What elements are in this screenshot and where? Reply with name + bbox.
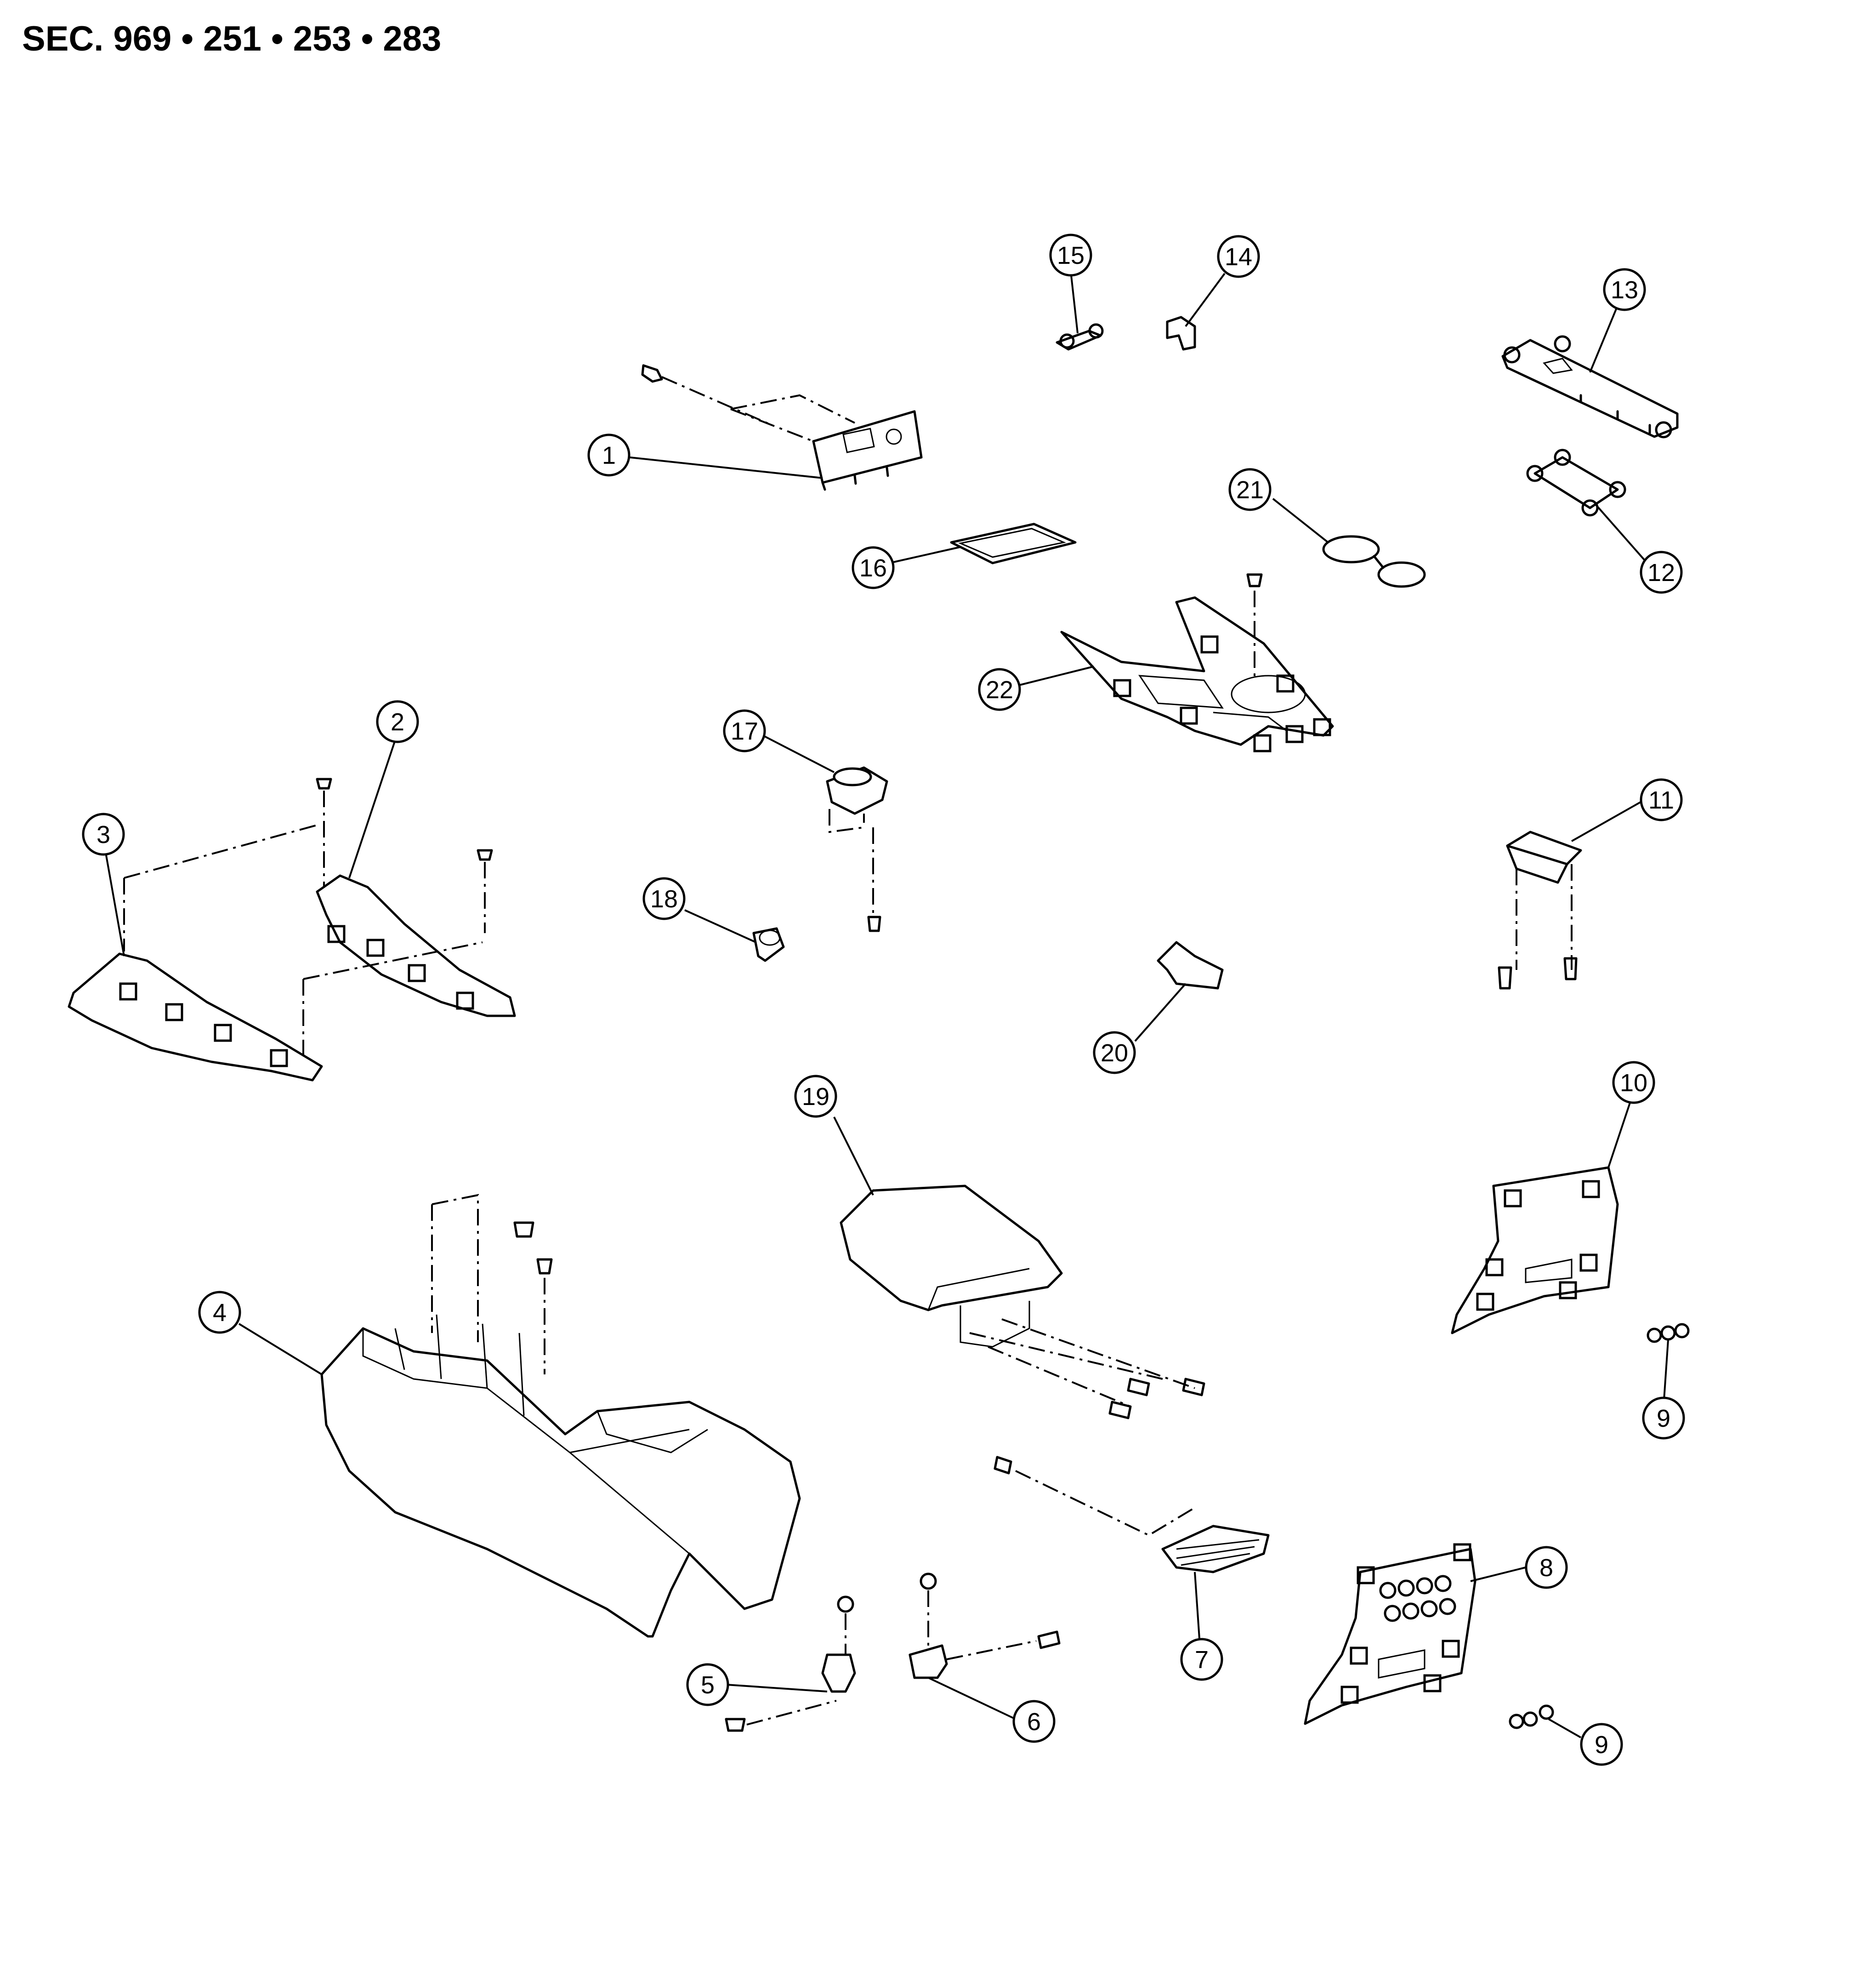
callout-14: 14 [1217,235,1260,278]
callout-9-lower: 9 [1580,1723,1623,1766]
part-17-switch [826,766,888,932]
part-19-armrest [840,1185,1205,1419]
part-12-clips [1526,449,1626,517]
callout-10: 10 [1612,1061,1655,1104]
callout-label: 10 [1620,1069,1647,1097]
part-6-bracket [909,1572,1061,1679]
part-4-console-body [320,1194,801,1638]
callout-label: 13 [1611,276,1638,304]
callout-label: 9 [1657,1405,1670,1432]
callout-label: 8 [1539,1554,1553,1582]
callout-label: 12 [1647,559,1675,587]
part-1-finisher [641,364,923,491]
callout-13: 13 [1603,268,1646,311]
callout-label: 1 [602,442,616,469]
callout-1: 1 [587,433,630,477]
part-22-console-finisher [1060,573,1334,752]
callout-11: 11 [1640,778,1683,821]
callout-label: 5 [701,1671,715,1699]
callout-16: 16 [852,546,895,589]
part-3-finisher [68,824,483,1082]
part-13-panel [1501,335,1679,439]
part-8-finisher [1304,1543,1477,1725]
callout-19: 19 [794,1075,837,1118]
callout-leaders [105,271,1669,1738]
callout-9-upper: 9 [1642,1396,1685,1440]
part-5-bracket [725,1595,856,1732]
callout-22: 22 [978,668,1021,711]
callout-5: 5 [686,1663,729,1706]
callout-20: 20 [1093,1031,1136,1074]
callout-label: 21 [1236,476,1264,504]
callout-label: 16 [859,554,887,582]
part-18-knob [752,927,785,962]
part-11-pocket [1498,831,1582,990]
callout-12: 12 [1640,551,1683,594]
callout-label: 15 [1057,242,1085,269]
part-15-clip [1056,323,1104,351]
part-2-finisher [316,778,516,1017]
part-9-clips-upper [1647,1323,1690,1343]
callout-21: 21 [1228,468,1272,511]
callout-label: 9 [1595,1731,1608,1759]
part-16-tray [950,523,1077,564]
callout-4: 4 [198,1291,241,1334]
callout-label: 22 [986,676,1013,704]
callout-label: 19 [802,1083,829,1111]
callout-6: 6 [1012,1700,1056,1743]
callout-label: 3 [97,821,110,849]
callout-15: 15 [1049,234,1092,277]
callout-label: 6 [1027,1708,1041,1736]
callout-label: 18 [650,885,678,913]
callout-8: 8 [1525,1546,1568,1589]
section-title: SEC. 969 • 251 • 253 • 283 [22,19,441,58]
part-9-clips-lower [1509,1704,1554,1729]
callout-18: 18 [642,877,686,920]
part-14-bracket [1166,316,1196,351]
callout-7: 7 [1180,1638,1223,1681]
callout-17: 17 [723,709,766,752]
part-20-trim [1157,941,1224,990]
callout-3: 3 [82,813,125,856]
part-10-finisher [1451,1166,1619,1334]
callout-label: 20 [1101,1039,1128,1067]
part-7-vent-grille [994,1456,1270,1573]
callout-label: 7 [1195,1646,1209,1674]
callout-label: 4 [213,1299,227,1327]
callout-label: 14 [1225,243,1252,271]
callout-label: 11 [1648,786,1674,814]
callout-label: 2 [391,708,404,736]
callout-2: 2 [376,700,419,743]
callout-label: 17 [731,718,758,745]
part-21-caps [1322,535,1426,588]
